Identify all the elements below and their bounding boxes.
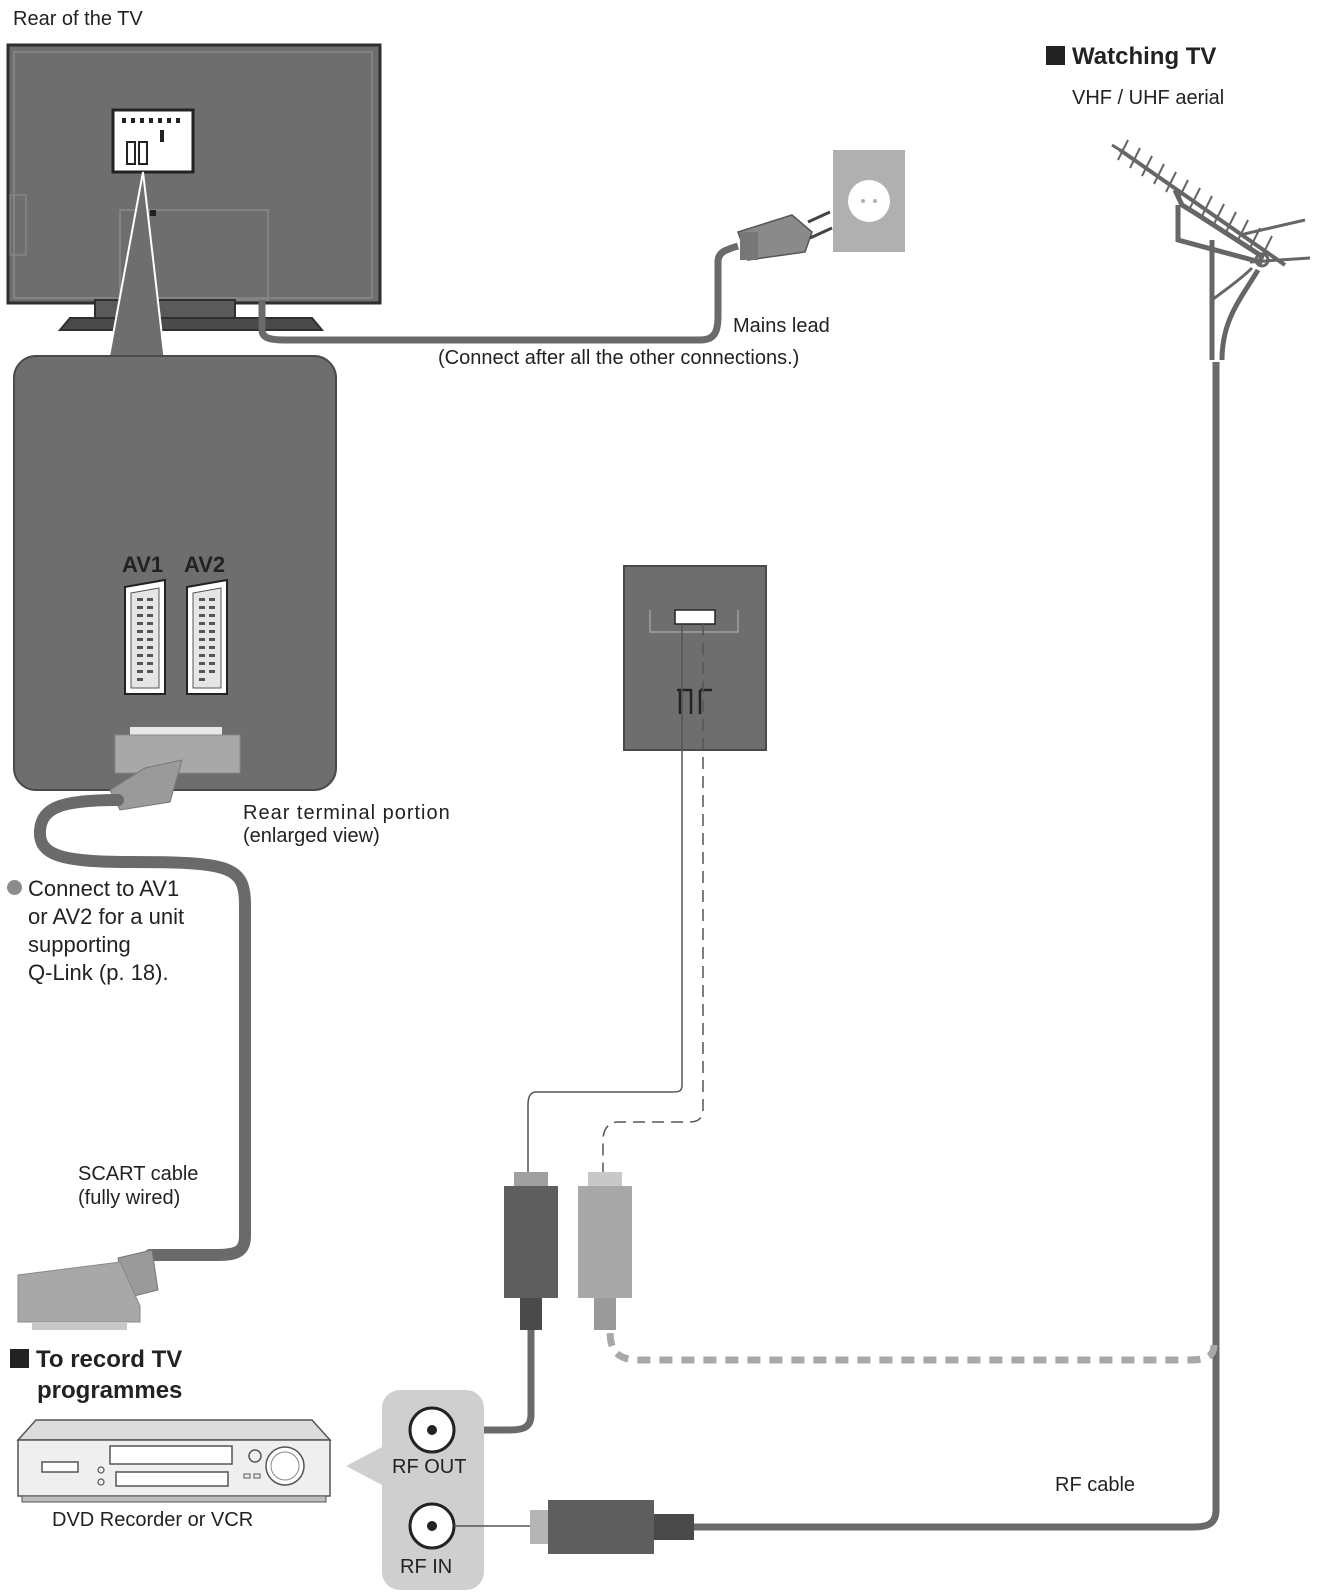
- watching-tv-heading: Watching TV: [1046, 44, 1216, 69]
- watching-tv-text: Watching TV: [1072, 43, 1217, 70]
- av1-scart-socket: [124, 578, 166, 695]
- black-square-icon: [1046, 46, 1065, 65]
- connect-note-line-2: or AV2 for a unit: [28, 904, 185, 929]
- rf-in-label: RF IN: [400, 1556, 453, 1578]
- connect-note-line-1: Connect to AV1: [7, 877, 179, 900]
- rf-lead-dashed: [602, 624, 704, 1175]
- aerial-antenna: [1111, 139, 1311, 361]
- dvd-recorder-vcr: [16, 1419, 332, 1503]
- mains-lead-cable: [258, 242, 740, 344]
- mains-note-label: (Connect after all the other connections…: [438, 347, 800, 369]
- rf-plug-light: [578, 1172, 632, 1330]
- rf-terminal-panel: [382, 1390, 484, 1590]
- grey-dot-icon: [7, 880, 22, 895]
- scart-cable: [33, 794, 251, 1261]
- tv-terminal-box: [111, 108, 195, 174]
- scart-plug-top: [109, 727, 241, 811]
- scart-cable-label: SCART cable: [78, 1163, 199, 1185]
- rf-panel-pointer: [346, 1446, 384, 1486]
- enlarged-view-label: (enlarged view): [243, 825, 380, 847]
- rf-in-plug: [530, 1500, 694, 1554]
- rf-cable-dashed-return: [606, 1329, 1218, 1364]
- rf-cable-aerial: [692, 362, 1220, 1531]
- rf-out-label: RF OUT: [392, 1456, 467, 1478]
- rear-of-tv-label: Rear of the TV: [13, 8, 143, 30]
- rf-plug-dark: [504, 1172, 558, 1330]
- rear-terminal-label: Rear terminal portion: [243, 802, 451, 824]
- fully-wired-label: (fully wired): [78, 1187, 181, 1209]
- black-square-icon: [10, 1349, 29, 1368]
- rf-out-socket: [408, 1406, 456, 1454]
- connect-note-line-3: supporting: [28, 932, 131, 957]
- aerial-label: VHF / UHF aerial: [1072, 87, 1225, 109]
- rf-cable-label: RF cable: [1055, 1474, 1136, 1496]
- recorder-label: DVD Recorder or VCR: [52, 1509, 254, 1531]
- to-record-heading-line-2: programmes: [37, 1377, 183, 1404]
- connect-note-line-4: Q-Link (p. 18).: [28, 960, 169, 985]
- rear-terminal-panel: [13, 355, 337, 811]
- av2-scart-socket: [186, 578, 228, 695]
- to-record-heading: To record TV: [10, 1347, 182, 1372]
- mains-lead-label: Mains lead: [733, 315, 830, 337]
- scart-plug-bottom: [17, 1249, 159, 1330]
- av2-label: AV2: [184, 552, 226, 577]
- rf-in-socket: [408, 1502, 456, 1550]
- av1-label: AV1: [122, 552, 164, 577]
- rf-lead-solid: [527, 624, 683, 1175]
- rf-out-cable: [436, 1330, 535, 1434]
- aerial-wall-plate: [623, 565, 767, 751]
- mains-plug: [737, 210, 833, 261]
- wall-socket: [833, 150, 905, 252]
- tv-rear: [6, 43, 382, 331]
